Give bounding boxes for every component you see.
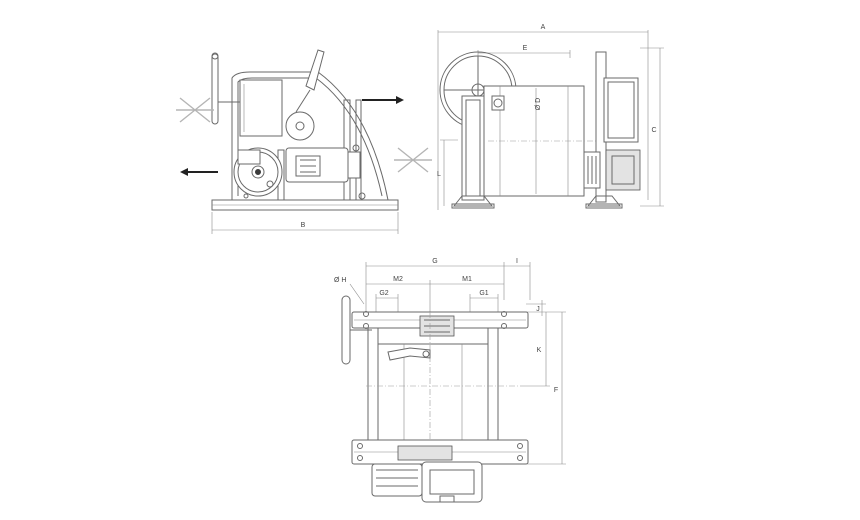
side-view: B: [176, 49, 432, 234]
dim-label-e: E: [523, 45, 528, 52]
dim-label-g: G: [432, 258, 437, 265]
dim-label-j: J: [536, 306, 540, 313]
dim-label-g2: G2: [379, 290, 388, 297]
dim-label-l: L: [437, 171, 441, 178]
dim-label-g1: G1: [479, 290, 488, 297]
dim-label-k: K: [537, 347, 542, 354]
dim-label-c: C: [651, 127, 656, 134]
dim-label-i: I: [516, 258, 518, 265]
dim-label-f: F: [554, 387, 558, 394]
dim-label-d: Ø D: [535, 98, 542, 110]
dim-label-m2: M2: [393, 276, 403, 283]
dim-label-b: B: [301, 222, 306, 229]
plan-view: G I M2 M1 G2 G1 Ø H J K F: [334, 258, 566, 503]
dim-label-a: A: [541, 24, 546, 31]
dim-label-m1: M1: [462, 276, 472, 283]
front-view: A E C L Ø D: [437, 24, 664, 210]
dim-label-h: Ø H: [334, 277, 346, 284]
